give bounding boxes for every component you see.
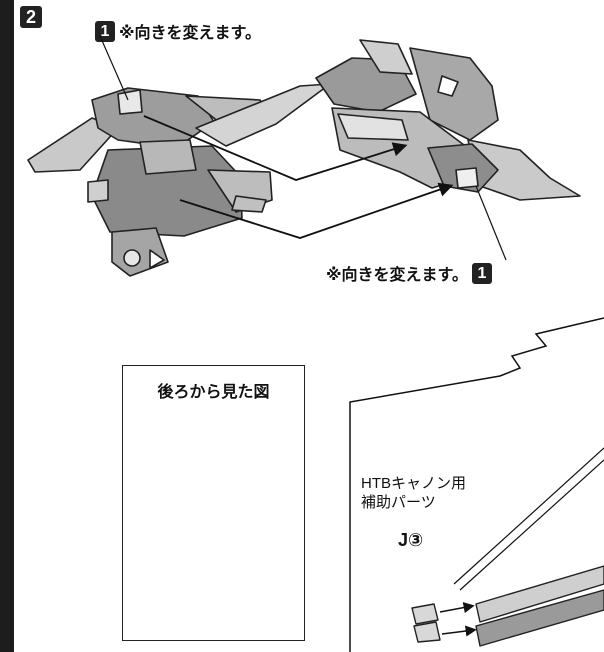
orientation-note-top: 1※向きを変えます。 xyxy=(95,19,265,43)
callout-badge: 1 xyxy=(471,262,492,284)
left-part-drawing xyxy=(27,83,331,277)
part-leader-lines xyxy=(453,447,604,591)
detail-transition-outline xyxy=(349,317,604,652)
part-description-line: HTBキャノン用 xyxy=(361,475,467,492)
rear-view-inset: 後ろから見た図 xyxy=(122,365,305,641)
inset-title: 後ろから見た図 xyxy=(157,384,270,401)
part-description-line: 補助パーツ xyxy=(361,494,436,511)
orientation-note-text: ※向きを変えます。 xyxy=(326,267,468,284)
right-part-drawing xyxy=(315,39,581,201)
frame-border xyxy=(0,0,14,652)
callout-leaders xyxy=(99,35,507,261)
orientation-note-right: ※向きを変えます。1 xyxy=(322,261,492,285)
connection-lines xyxy=(143,115,454,239)
cannon-rail-drawing xyxy=(411,565,604,647)
part-description: HTBキャノン用 補助パーツ xyxy=(361,474,466,512)
rail-arrows xyxy=(439,602,477,637)
step-number-badge: 2 xyxy=(20,6,42,28)
part-id-label: J③ xyxy=(398,530,424,550)
orientation-note-text: ※向きを変えます。 xyxy=(119,25,261,42)
